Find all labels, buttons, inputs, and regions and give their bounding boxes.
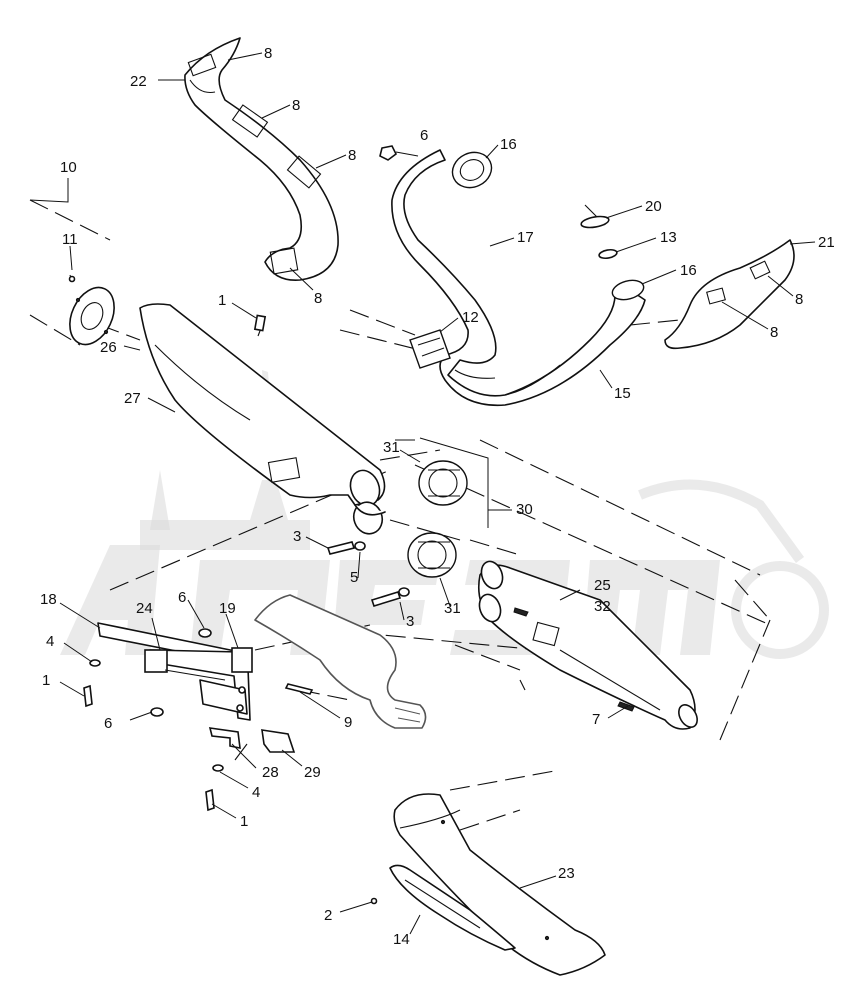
- callout-16: 16: [680, 262, 697, 279]
- rear-header-pipe: [184, 37, 339, 281]
- callout-18: 18: [40, 591, 57, 608]
- clamp-group-bracket: [419, 437, 489, 528]
- callout-3: 3: [406, 613, 414, 630]
- callout-19: 19: [219, 600, 236, 617]
- callout-7: 7: [592, 711, 600, 728]
- callout-6: 6: [178, 589, 186, 606]
- support-bracket: [254, 594, 427, 729]
- alignment-lines: [29, 199, 771, 831]
- heat-shield-front: [664, 239, 795, 350]
- callout-5: 5: [350, 569, 358, 586]
- callout-8: 8: [292, 97, 300, 114]
- front-muffler: [477, 560, 698, 730]
- callout-27: 27: [124, 390, 141, 407]
- mounting-bracket-assembly: [97, 622, 253, 721]
- callout-29: 29: [304, 764, 321, 781]
- callout-24: 24: [136, 600, 153, 617]
- small-hardware-bottom: [83, 541, 410, 812]
- callout-9: 9: [344, 714, 352, 731]
- callout-1: 1: [240, 813, 248, 830]
- callout-32: 32: [594, 598, 611, 615]
- callout-1: 1: [218, 292, 226, 309]
- callout-8: 8: [314, 290, 322, 307]
- callout-6: 6: [104, 715, 112, 732]
- callout-20: 20: [645, 198, 662, 215]
- callout-10: 10: [60, 159, 77, 176]
- callout-3: 3: [293, 528, 301, 545]
- callout-31: 31: [383, 439, 400, 456]
- callout-21: 21: [818, 234, 835, 251]
- muffler-heat-shield: [370, 793, 606, 976]
- callout-23: 23: [558, 865, 575, 882]
- leader-lines: [29, 52, 816, 935]
- muffler-end-cap: [68, 274, 115, 346]
- callout-8: 8: [264, 45, 272, 62]
- callout-4: 4: [252, 784, 260, 801]
- front-header-pipe: [391, 149, 646, 407]
- callout-8: 8: [348, 147, 356, 164]
- callout-4: 4: [46, 633, 54, 650]
- callout-13: 13: [660, 229, 677, 246]
- small-hardware-top: [379, 145, 618, 260]
- callout-2: 2: [324, 907, 332, 924]
- callout-16: 16: [500, 136, 517, 153]
- callout-14: 14: [393, 931, 410, 948]
- callout-15: 15: [614, 385, 631, 402]
- callout-1: 1: [42, 672, 50, 689]
- callout-8: 8: [795, 291, 803, 308]
- muffler-clamps: [407, 460, 468, 578]
- callout-31: 31: [444, 600, 461, 617]
- callout-25: 25: [594, 577, 611, 594]
- callout-17: 17: [517, 229, 534, 246]
- callout-28: 28: [262, 764, 279, 781]
- watermark: [60, 370, 829, 659]
- callout-labels: 22 8 8 8 8 6 16 17 20 13 16 21 8 8 12 15…: [40, 45, 835, 948]
- callout-22: 22: [130, 73, 147, 90]
- callout-12: 12: [462, 309, 479, 326]
- callout-11: 11: [62, 231, 78, 248]
- rear-muffler: [139, 303, 386, 535]
- callout-6: 6: [420, 127, 428, 144]
- callout-26: 26: [100, 339, 117, 356]
- callout-30: 30: [516, 501, 533, 518]
- callout-8: 8: [770, 324, 778, 341]
